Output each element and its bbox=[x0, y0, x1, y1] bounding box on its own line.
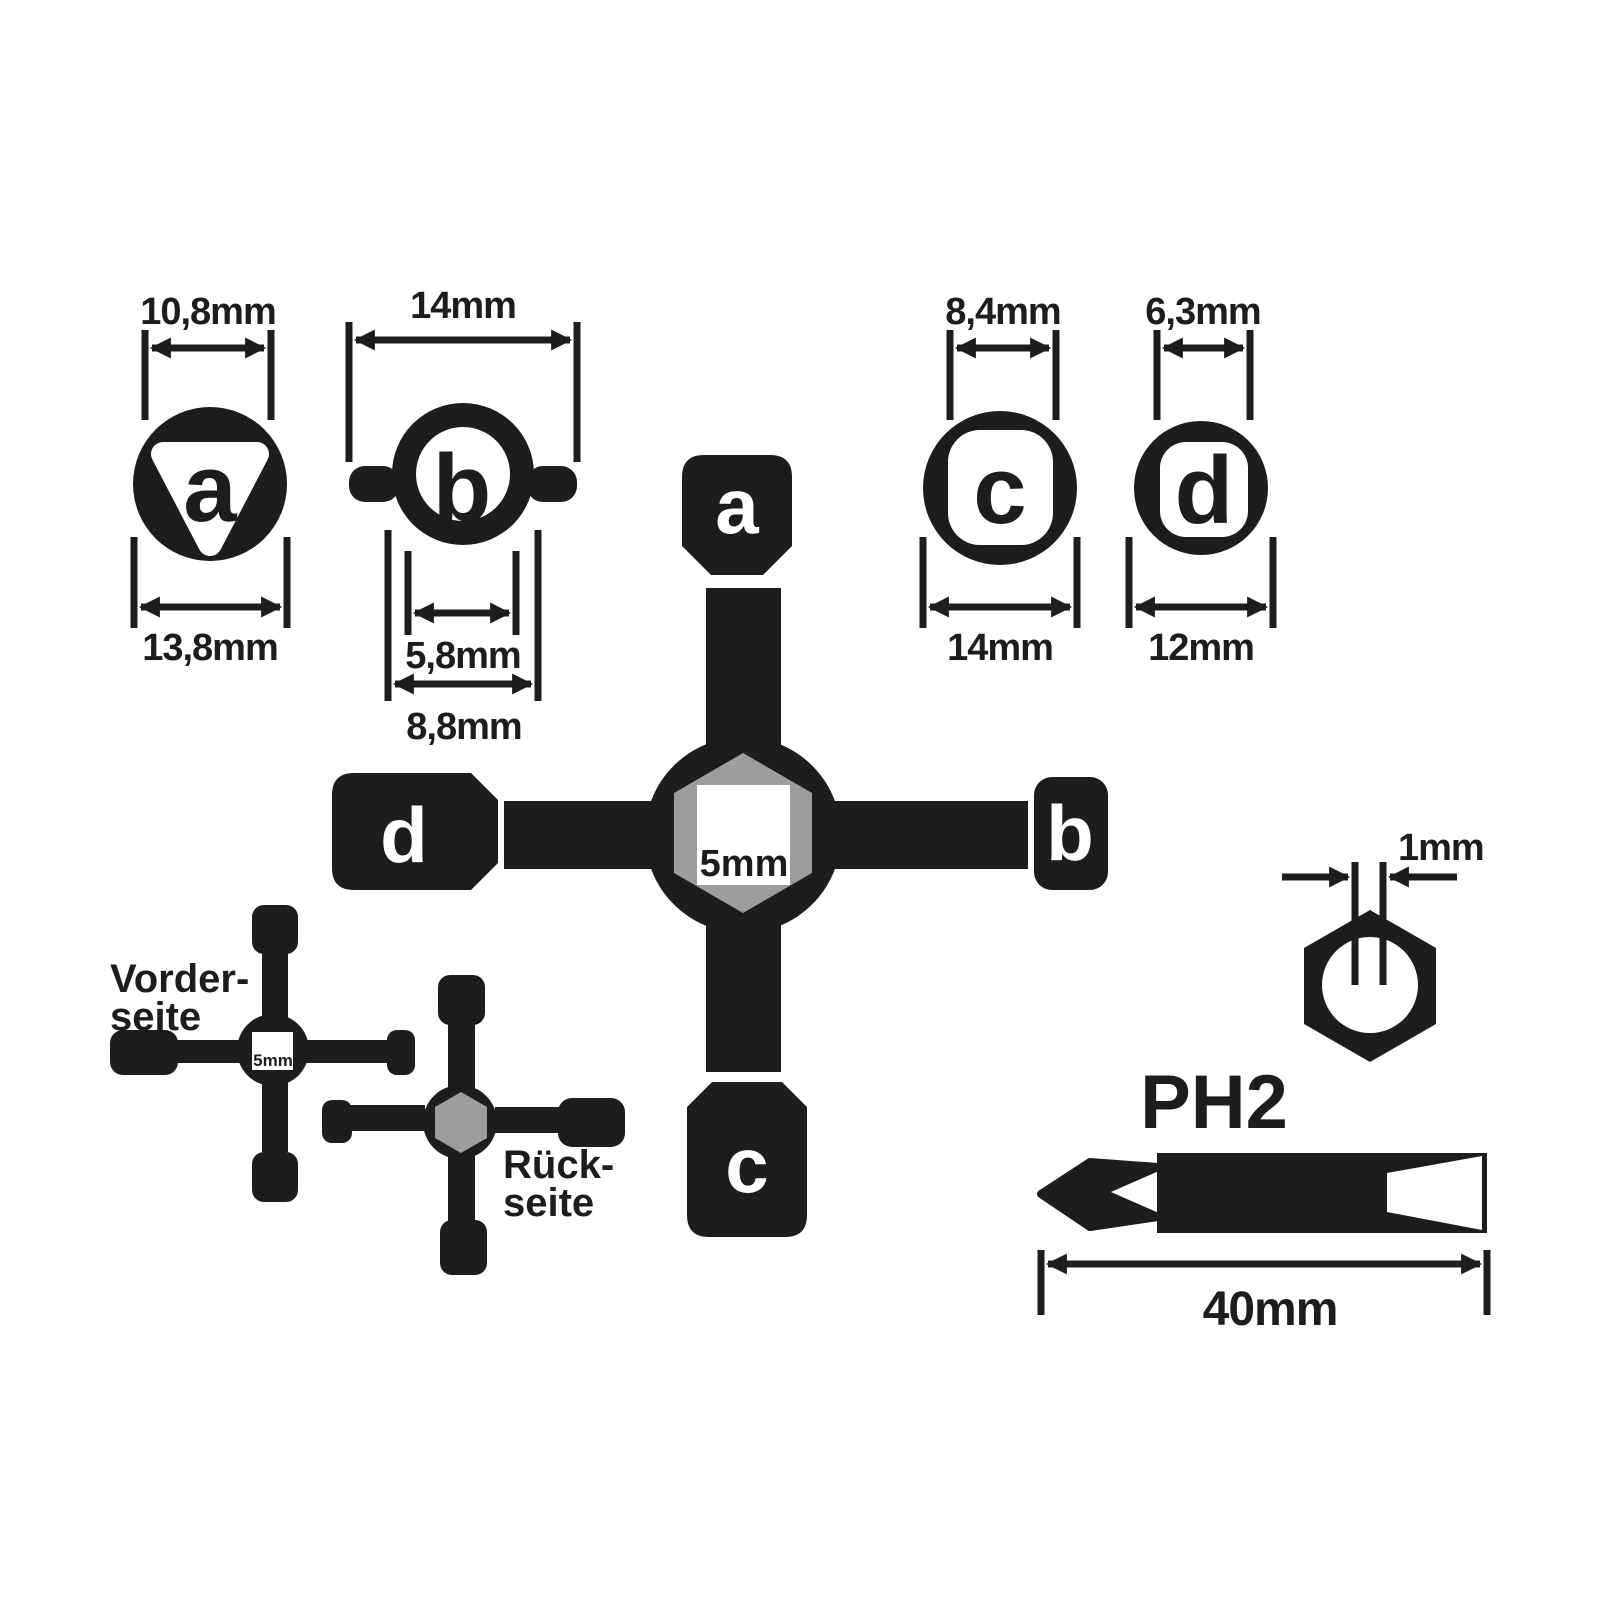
profile-b-inner-dim-label: 5,8mm bbox=[405, 635, 520, 677]
front-cross-size-label: 5mm bbox=[253, 1051, 293, 1070]
back-cross-hex-socket bbox=[435, 1092, 487, 1153]
tip-d bbox=[332, 773, 498, 890]
profile-a: 10,8mm a 13,8mm bbox=[130, 291, 291, 669]
back-view-label-line2: seite bbox=[503, 1181, 594, 1225]
front-view-label-line1: Vorder- bbox=[110, 957, 249, 1001]
profile-b-top-dimension bbox=[345, 322, 581, 462]
profile-b-inner-hole bbox=[416, 427, 510, 521]
center-square-socket bbox=[697, 785, 790, 885]
phillips-tip bbox=[1037, 1158, 1162, 1231]
back-cross-top-tip bbox=[438, 975, 485, 1025]
profile-c-bottom-dim-label: 14mm bbox=[947, 627, 1053, 669]
profile-c-bottom-dimension bbox=[919, 537, 1081, 628]
profile-a-top-dimension bbox=[141, 330, 275, 420]
bit-length-dimension bbox=[1037, 1250, 1491, 1315]
profile-b-letter: b bbox=[433, 435, 492, 542]
profile-a-triangle-cutout bbox=[151, 442, 269, 556]
profile-b-top-dim-label: 14mm bbox=[410, 285, 516, 327]
profile-b-outer-dim-label: 8,8mm bbox=[406, 706, 521, 748]
profile-d-top-dimension bbox=[1153, 330, 1254, 420]
profile-a-bottom-dim-label: 13,8mm bbox=[142, 627, 278, 669]
profile-b-left-tab bbox=[349, 466, 399, 502]
back-cross-right-tip bbox=[558, 1098, 625, 1147]
profile-d-bottom-dim-label: 12mm bbox=[1148, 627, 1254, 669]
profile-d-letter: d bbox=[1175, 437, 1234, 544]
nut-figure: 1mm bbox=[1282, 827, 1485, 1062]
profile-c-letter: c bbox=[973, 437, 1026, 544]
profile-a-top-dim-label: 10,8mm bbox=[140, 291, 276, 333]
profile-d-top-dim-label: 6,3mm bbox=[1145, 291, 1260, 333]
ph2-bit: PH2 40mm bbox=[1037, 1060, 1491, 1336]
cross-key-main: 5mm a b c d bbox=[332, 455, 1108, 1237]
front-cross-right-bar bbox=[300, 1040, 388, 1063]
profile-c-square-cutout bbox=[948, 430, 1053, 545]
front-cross-left-tip bbox=[110, 1030, 178, 1075]
profile-b-outer-dimension bbox=[384, 530, 542, 701]
tip-d-letter: d bbox=[380, 791, 428, 879]
back-cross-bottom-tip bbox=[440, 1220, 487, 1275]
tip-c bbox=[687, 1082, 807, 1237]
center-size-label: 5mm bbox=[700, 843, 789, 885]
profile-c-top-dim-label: 8,4mm bbox=[945, 291, 1060, 333]
profile-a-letter: a bbox=[183, 435, 237, 542]
back-view-label-line1: Rück- bbox=[503, 1143, 614, 1187]
tip-a-letter: a bbox=[715, 462, 759, 550]
back-view: Rück- seite bbox=[322, 975, 625, 1275]
back-cross-right-bar bbox=[495, 1107, 560, 1133]
profile-d-bottom-dimension bbox=[1125, 537, 1277, 628]
nut-hole bbox=[1322, 937, 1418, 1033]
ph2-label: PH2 bbox=[1140, 1060, 1288, 1145]
front-view: Vorder- seite 5mm bbox=[110, 905, 415, 1202]
profile-b-right-tab bbox=[527, 466, 577, 502]
front-cross-top-tip bbox=[252, 905, 298, 954]
profile-b-inner-dimension bbox=[404, 551, 520, 635]
front-cross-square-socket bbox=[252, 1032, 293, 1070]
profile-b: 14mm b 5,8mm 8,8mm bbox=[345, 285, 581, 748]
profile-a-bottom-dimension bbox=[130, 537, 291, 628]
nut-gap-dim-label: 1mm bbox=[1398, 827, 1484, 869]
back-cross-bottom-bar bbox=[448, 1150, 475, 1222]
profile-c-top-dimension bbox=[946, 330, 1060, 420]
flat-tip-cutout bbox=[1387, 1156, 1482, 1230]
tip-a bbox=[682, 455, 792, 575]
front-cross-right-tip bbox=[387, 1030, 415, 1075]
tip-c-letter: c bbox=[725, 1121, 768, 1209]
back-cross-left-tip bbox=[322, 1100, 352, 1143]
front-cross-bottom-tip bbox=[252, 1152, 298, 1202]
tip-b bbox=[1034, 777, 1108, 890]
back-cross-left-bar bbox=[350, 1105, 425, 1131]
tip-b-letter: b bbox=[1046, 789, 1094, 877]
back-cross-top-bar bbox=[448, 1024, 475, 1094]
bit-length-label: 40mm bbox=[1203, 1283, 1338, 1336]
profile-d: 6,3mm d 12mm bbox=[1125, 291, 1277, 669]
profile-d-square-cutout bbox=[1160, 442, 1248, 537]
profile-c: 8,4mm c 14mm bbox=[919, 291, 1081, 669]
